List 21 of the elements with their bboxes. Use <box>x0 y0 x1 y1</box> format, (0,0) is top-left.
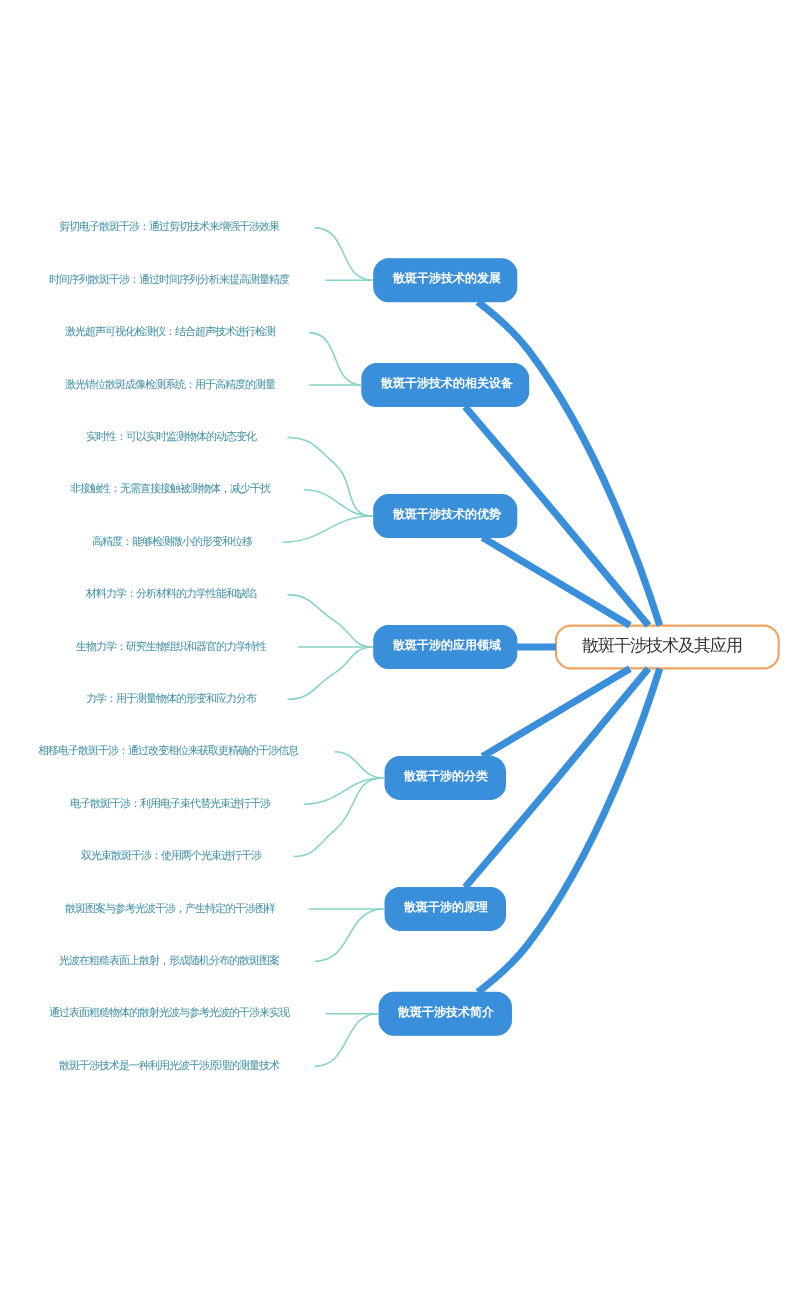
connector <box>308 907 385 909</box>
connector <box>314 1011 380 1066</box>
connector <box>308 330 363 385</box>
connector <box>462 403 652 627</box>
connector <box>462 665 652 889</box>
connector <box>281 514 374 542</box>
connector <box>292 776 385 857</box>
connector <box>480 664 632 759</box>
connector <box>314 226 374 281</box>
connector <box>286 592 374 647</box>
connector <box>324 278 374 281</box>
connector <box>475 666 664 994</box>
connector <box>303 776 385 804</box>
connector <box>475 298 664 626</box>
connector <box>314 907 385 962</box>
connector <box>480 533 632 628</box>
node-box: 散斑干涉技术及其应用 <box>554 623 780 669</box>
connector <box>297 645 374 647</box>
connector <box>286 645 374 700</box>
connector <box>308 383 363 385</box>
connector <box>516 642 556 650</box>
